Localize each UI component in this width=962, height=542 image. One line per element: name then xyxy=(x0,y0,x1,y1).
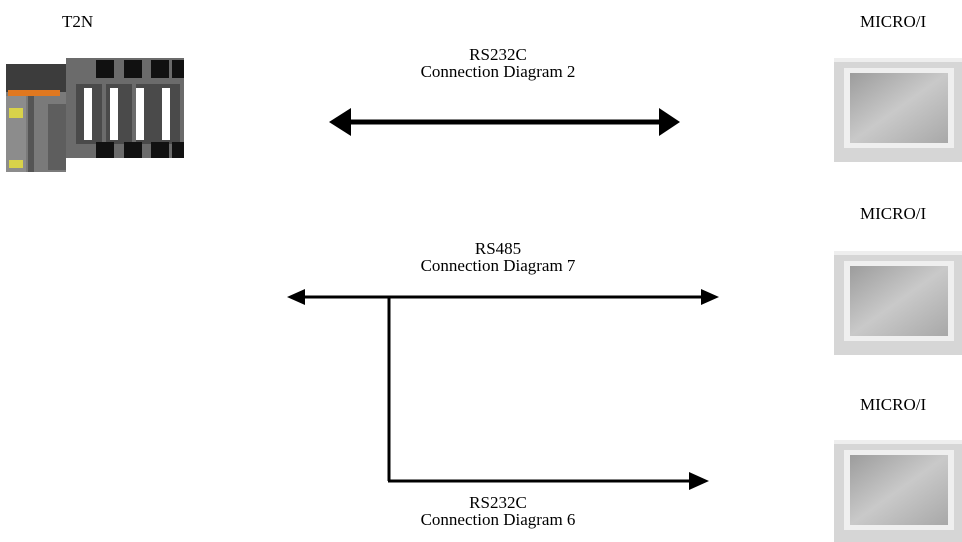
plc-label: T2N xyxy=(62,12,94,31)
arrow-right-icon xyxy=(659,108,680,136)
arrow-right-icon xyxy=(689,472,709,490)
middle-protocol-label: RS485 xyxy=(474,239,522,258)
hmi-middle-device-image xyxy=(834,251,962,355)
rs232c-top-connection xyxy=(329,108,680,136)
hmi-middle-label: MICRO/I xyxy=(860,204,927,223)
middle-diagram-label: Connection Diagram 7 xyxy=(420,256,576,275)
arrow-right-icon xyxy=(701,289,719,305)
hmi-top-label: MICRO/I xyxy=(860,12,927,31)
bottom-protocol-label: RS232C xyxy=(469,493,527,512)
top-protocol-label: RS232C xyxy=(469,45,527,64)
hmi-top-device-image xyxy=(834,58,962,162)
top-diagram-label: Connection Diagram 2 xyxy=(420,62,576,81)
arrow-left-icon xyxy=(287,289,305,305)
hmi-bottom-device-image xyxy=(834,440,962,542)
plc-device-image xyxy=(6,58,184,172)
arrow-left-icon xyxy=(329,108,351,136)
bottom-diagram-label: Connection Diagram 6 xyxy=(420,510,576,529)
rs232c-bottom-connection xyxy=(387,297,709,490)
rs485-connection xyxy=(287,289,719,305)
hmi-bottom-label: MICRO/I xyxy=(860,395,927,414)
